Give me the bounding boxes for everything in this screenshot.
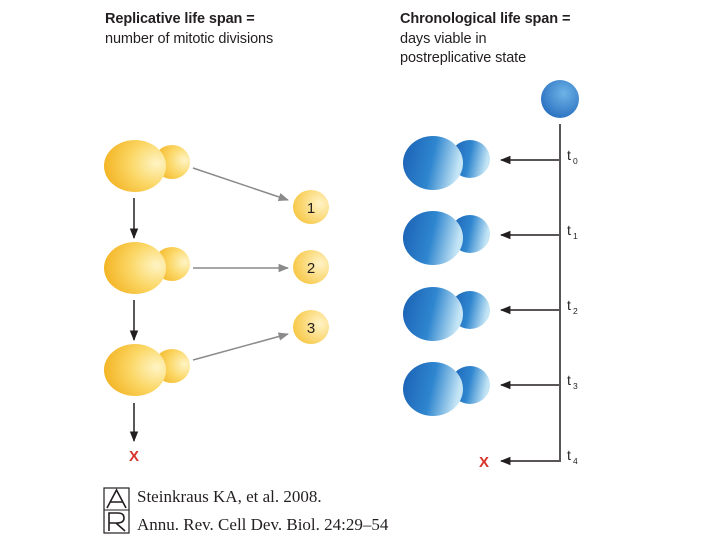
svg-text:3: 3 bbox=[573, 381, 578, 391]
mother-cell-2 bbox=[104, 242, 190, 294]
daughter-arrow-3 bbox=[192, 332, 290, 361]
svg-text:t: t bbox=[567, 222, 571, 238]
chronological-subtitle-line1: days viable in bbox=[400, 31, 487, 47]
time-label-t2: t 2 bbox=[567, 297, 578, 316]
chronological-subtitle-line2: postreplicative state bbox=[400, 50, 527, 66]
mother-cell-1 bbox=[104, 140, 190, 192]
svg-text:t: t bbox=[567, 447, 571, 463]
chronological-end-mark: X bbox=[479, 454, 489, 471]
svg-text:t: t bbox=[567, 372, 571, 388]
starting-cell bbox=[541, 80, 579, 118]
replicative-end-mark: X bbox=[129, 448, 139, 465]
chronological-title: Chronological life span = bbox=[400, 11, 571, 27]
time-label-t0: t 0 bbox=[567, 147, 578, 166]
aged-cell-t0 bbox=[403, 136, 490, 190]
daughter-label-1: 1 bbox=[307, 200, 315, 217]
svg-text:0: 0 bbox=[573, 156, 578, 166]
svg-text:t: t bbox=[567, 297, 571, 313]
citation-line-2: Annu. Rev. Cell Dev. Biol. 24:29–54 bbox=[137, 515, 389, 534]
daughter-cell-3: 3 bbox=[293, 310, 329, 344]
daughter-label-3: 3 bbox=[307, 320, 315, 337]
aged-cell-t2 bbox=[403, 287, 490, 341]
replicative-subtitle: number of mitotic divisions bbox=[105, 31, 274, 47]
time-label-t1: t 1 bbox=[567, 222, 578, 241]
daughter-arrow-1 bbox=[192, 167, 289, 201]
citation-line-1: Steinkraus KA, et al. 2008. bbox=[137, 487, 322, 506]
daughter-cell-2: 2 bbox=[293, 250, 329, 284]
daughter-cell-1: 1 bbox=[293, 190, 329, 224]
time-label-t3: t 3 bbox=[567, 372, 578, 391]
aged-cell-t1 bbox=[403, 211, 490, 265]
time-label-t4: t 4 bbox=[567, 447, 578, 466]
svg-text:1: 1 bbox=[573, 231, 578, 241]
svg-text:4: 4 bbox=[573, 456, 578, 466]
daughter-label-2: 2 bbox=[307, 260, 315, 277]
annual-reviews-logo bbox=[103, 487, 130, 534]
svg-text:2: 2 bbox=[573, 306, 578, 316]
svg-text:t: t bbox=[567, 147, 571, 163]
replicative-title: Replicative life span = bbox=[105, 11, 255, 27]
aged-cell-t3 bbox=[403, 362, 490, 416]
mother-cell-3 bbox=[104, 344, 190, 396]
